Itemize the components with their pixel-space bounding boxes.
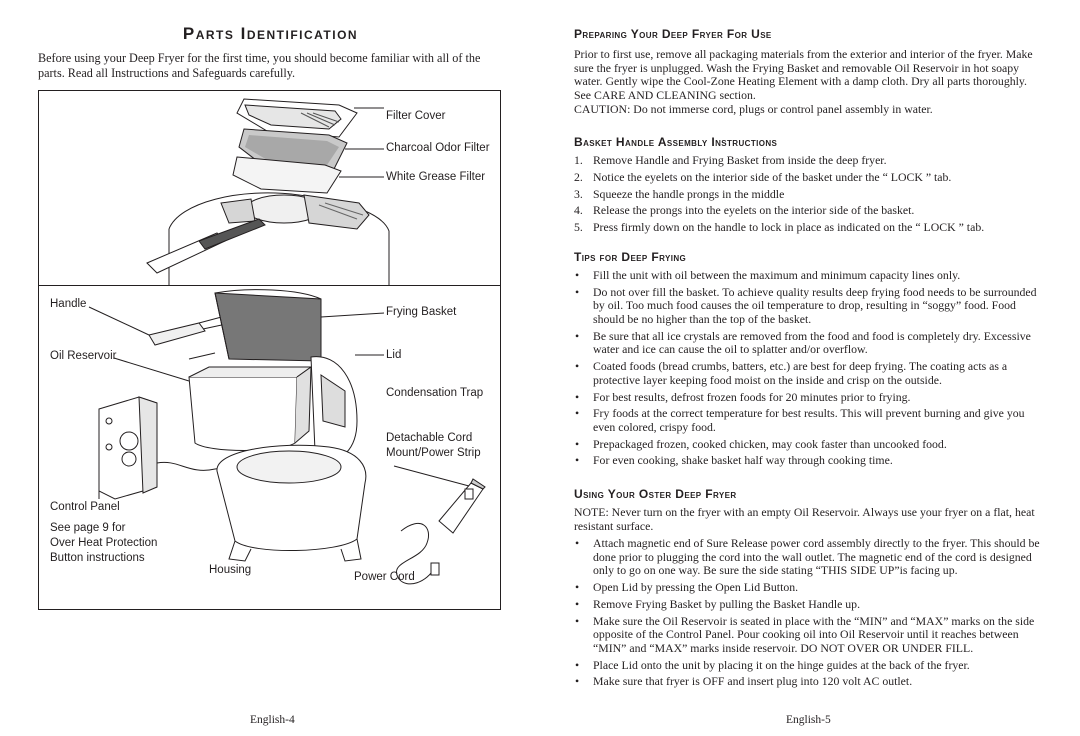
- using-steps-list: •Attach magnetic end of Sure Release pow…: [574, 536, 1042, 692]
- label-frying-basket: Frying Basket: [386, 306, 457, 318]
- note-paragraph: NOTE: Never turn on the fryer with an em…: [574, 505, 1040, 533]
- label-power-cord: Power Cord: [354, 571, 415, 583]
- right-page: Preparing Your Deep Fryer For Use Prior …: [574, 0, 1044, 736]
- grease-filter-drawing: [232, 156, 342, 194]
- label-cord-mount-2: Mount/Power Strip: [386, 447, 481, 459]
- label-cord-mount-1: Detachable Cord: [386, 432, 473, 444]
- label-see-page-3: Button instructions: [50, 552, 145, 564]
- list-item: 4.Release the prongs into the eyelets on…: [574, 203, 915, 218]
- heading-preparing: Preparing Your Deep Fryer For Use: [574, 27, 772, 41]
- heading-tips: Tips for Deep Frying: [574, 250, 687, 264]
- list-item: •Attach magnetic end of Sure Release pow…: [575, 536, 1040, 578]
- list-item: •Remove Frying Basket by pulling the Bas…: [575, 596, 861, 611]
- label-handle: Handle: [50, 298, 87, 310]
- heading-basket-assembly: Basket Handle Assembly Instructions: [574, 135, 778, 149]
- left-page: Parts Identification Before using your D…: [38, 0, 503, 736]
- list-item: •For even cooking, shake basket half way…: [575, 453, 893, 468]
- label-control-panel: Control Panel: [50, 501, 120, 513]
- prep-paragraph: Prior to first use, remove all packaging…: [574, 47, 1033, 102]
- label-grease-filter: White Grease Filter: [386, 171, 486, 183]
- frying-basket-drawing: [188, 289, 322, 362]
- power-cord-drawing: [396, 523, 440, 585]
- label-housing: Housing: [209, 564, 252, 576]
- label-condensation-trap: Condensation Trap: [386, 387, 484, 399]
- caution-label: CAUTION:: [574, 102, 631, 116]
- filter-cover-drawing: [236, 98, 358, 138]
- oil-reservoir-drawing: [188, 366, 313, 451]
- list-item: •Do not over fill the basket. To achieve…: [575, 284, 1037, 326]
- note-label: NOTE:: [574, 505, 609, 519]
- cord-mount-strip-drawing: [438, 478, 486, 534]
- label-see-page-1: See page 9 for: [50, 522, 126, 534]
- caution-paragraph: CAUTION: Do not immerse cord, plugs or c…: [574, 102, 1040, 117]
- intro-paragraph: Before using your Deep Fryer for the fir…: [38, 51, 481, 80]
- list-item: •Make sure the Oil Reservoir is seated i…: [575, 613, 1035, 655]
- page-number-right: English-5: [786, 714, 831, 726]
- label-oil-reservoir: Oil Reservoir: [50, 350, 117, 362]
- list-item: •Fry foods at the correct temperature fo…: [575, 406, 1025, 434]
- label-charcoal-filter: Charcoal Odor Filter: [386, 142, 490, 154]
- page-title: Parts Identification: [182, 24, 359, 43]
- list-item: 2.Notice the eyelets on the interior sid…: [574, 169, 952, 184]
- list-item: •Make sure that fryer is OFF and insert …: [575, 674, 913, 689]
- list-item: •Place Lid onto the unit by placing it o…: [575, 657, 970, 672]
- diagram-divider: [39, 285, 500, 286]
- list-item: •Be sure that all ice crystals are remov…: [575, 328, 1031, 357]
- label-lid: Lid: [386, 349, 402, 361]
- parts-diagram: Filter Cover Charcoal Odor Filter White …: [38, 90, 501, 610]
- label-see-page-2: Over Heat Protection: [50, 537, 158, 549]
- list-item: 5.Press firmly down on the handle to loc…: [574, 220, 985, 235]
- fryer-top-drawing: [146, 192, 390, 285]
- list-item: 1.Remove Handle and Frying Basket from i…: [574, 153, 887, 167]
- note-text: Never turn on the fryer with an empty Oi…: [574, 505, 1035, 533]
- list-item: •Open Lid by pressing the Open Lid Butto…: [575, 579, 799, 594]
- control-panel-drawing: [98, 396, 235, 500]
- tips-list: •Fill the unit with oil between the maxi…: [574, 268, 1042, 471]
- list-item: •Fill the unit with oil between the maxi…: [575, 268, 961, 282]
- heading-using: Using Your Oster Deep Fryer: [574, 487, 737, 501]
- label-filter-cover: Filter Cover: [386, 110, 446, 122]
- basket-steps-list: 1.Remove Handle and Frying Basket from i…: [574, 153, 1042, 238]
- handle-drawing: [148, 314, 232, 346]
- page-number-left: English-4: [250, 714, 295, 726]
- lid-drawing: [310, 356, 358, 461]
- list-item: •For best results, defrost frozen foods …: [575, 389, 911, 404]
- list-item: •Coated foods (bread crumbs, batters, et…: [575, 359, 1008, 387]
- list-item: •Prepackaged frozen, cooked chicken, may…: [575, 436, 947, 451]
- housing-drawing: [216, 444, 367, 562]
- caution-text: Do not immerse cord, plugs or control pa…: [630, 102, 933, 116]
- fryer-illustration: [88, 98, 486, 585]
- list-item: 3.Squeeze the handle prongs in the middl…: [574, 186, 785, 201]
